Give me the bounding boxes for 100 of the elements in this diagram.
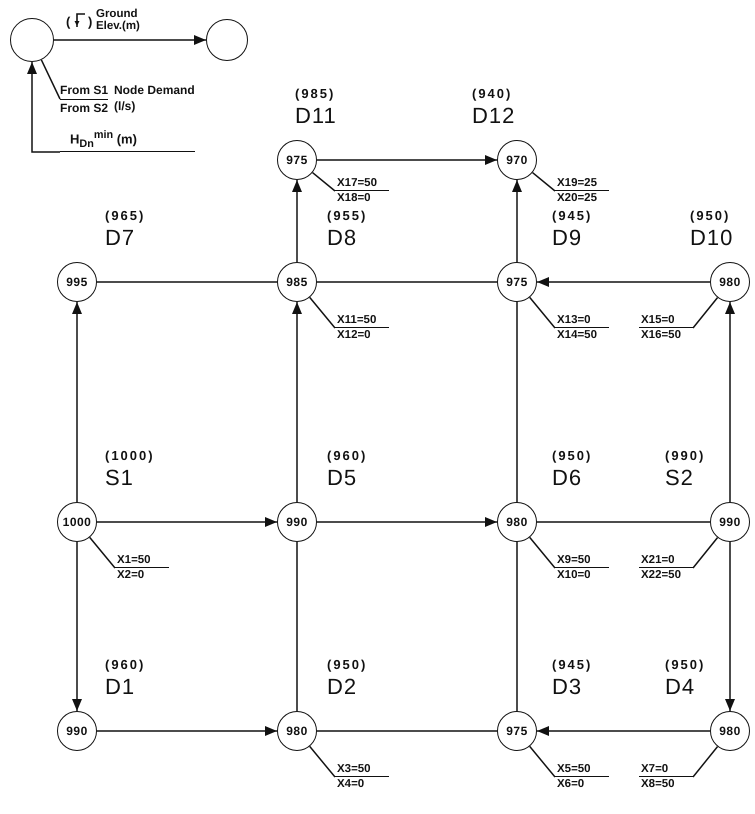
node-value: 990	[286, 515, 308, 529]
flow-variable-label: X3=50	[335, 762, 389, 777]
legend-text: From S1	[60, 82, 108, 100]
leader-line	[27, 62, 60, 153]
elevation-label: (990)	[665, 448, 706, 463]
junction-circle	[497, 140, 537, 180]
elevation-label: (960)	[327, 448, 368, 463]
flow-arrow	[72, 542, 82, 711]
elevation-label: (950)	[665, 657, 706, 672]
leader-line	[532, 172, 556, 192]
flow-arrow	[537, 726, 710, 736]
flow-variable-label: X16=50	[640, 328, 682, 343]
elevation-label: (965)	[105, 208, 146, 223]
node-value: 975	[286, 153, 308, 167]
leader-line	[529, 536, 556, 568]
elevation-label: (1000)	[105, 448, 155, 463]
node-value: 990	[66, 724, 88, 738]
pipe-line	[516, 542, 518, 711]
elevation-label: (950)	[327, 657, 368, 672]
leader-line	[529, 296, 556, 328]
flow-arrow	[292, 302, 302, 502]
node-value: 980	[506, 515, 528, 529]
pipe-line	[516, 302, 518, 502]
node-name: D6	[552, 467, 582, 489]
node-name: S1	[105, 467, 134, 489]
leader-line	[692, 746, 718, 778]
node-value: 1000	[62, 515, 92, 529]
legend-text: From S2	[60, 100, 108, 116]
node-value: 995	[66, 275, 88, 289]
leader-line	[692, 297, 718, 328]
flow-variable-label: X20=25	[556, 191, 598, 206]
flow-variable-label: X18=0	[336, 191, 372, 206]
node-value: 980	[719, 724, 741, 738]
junction-circle	[57, 502, 97, 542]
junction-circle	[277, 711, 317, 751]
flow-variable-label: X14=50	[556, 328, 598, 343]
flow-arrow	[317, 517, 497, 527]
pipe-line	[317, 281, 497, 283]
junction-circle	[497, 502, 537, 542]
junction-circle	[57, 262, 97, 302]
leader-line	[309, 746, 336, 778]
node-name: D10	[690, 227, 734, 249]
flow-variable-label: X2=0	[116, 568, 146, 583]
junction-circle	[710, 711, 750, 751]
leader-line	[692, 537, 718, 568]
pipe-line	[537, 521, 710, 523]
flow-arrow	[537, 277, 710, 287]
node-name: D9	[552, 227, 582, 249]
flow-variable-label: X15=0	[639, 313, 693, 328]
flow-variable-label: X4=0	[336, 777, 366, 792]
junction-circle	[57, 711, 97, 751]
elevation-label: (955)	[327, 208, 368, 223]
node-name: D8	[327, 227, 358, 249]
flow-variable-label: X10=0	[556, 568, 592, 583]
flow-variable-label: X8=50	[640, 777, 676, 792]
junction-circle	[206, 19, 248, 61]
node-value: 970	[506, 153, 528, 167]
flow-variable-label: X7=0	[639, 762, 693, 777]
flow-variable-label: X17=50	[335, 176, 389, 191]
node-value: 975	[506, 724, 528, 738]
edge-label: Ground Elev.(m)	[96, 8, 141, 32]
flow-arrow	[97, 726, 277, 736]
junction-circle	[10, 18, 54, 62]
junction-circle	[710, 262, 750, 302]
node-value: 980	[719, 275, 741, 289]
node-name: D4	[665, 676, 696, 698]
node-name: D11	[295, 105, 337, 127]
flow-variable-label: X11=50	[335, 313, 389, 328]
flow-arrow	[54, 35, 206, 45]
flow-variable-label: X22=50	[640, 568, 682, 583]
flow-variable-label: X19=25	[555, 176, 609, 191]
leader-line	[529, 746, 556, 778]
elevation-label: (985)	[295, 86, 336, 101]
leader-line	[40, 60, 61, 100]
node-name: D2	[327, 676, 358, 698]
bracket-label: (	[66, 14, 70, 29]
flow-arrow	[72, 302, 82, 502]
bracket-label: )	[88, 14, 92, 29]
node-value: 975	[506, 275, 528, 289]
node-name: D1	[105, 676, 136, 698]
pipe-line	[317, 730, 497, 732]
junction-circle	[277, 140, 317, 180]
junction-circle	[277, 502, 317, 542]
pipe-line	[296, 542, 298, 711]
node-value: 985	[286, 275, 308, 289]
elevation-label: (945)	[552, 657, 592, 672]
junction-circle	[710, 502, 750, 542]
flow-variable-label: X5=50	[555, 762, 609, 777]
junction-circle	[497, 711, 537, 751]
flow-variable-label: X1=50	[115, 553, 169, 568]
elevation-label: (950)	[690, 208, 730, 223]
legend-text: H$_{Dn}$$^{min}$ (m)	[69, 129, 137, 151]
leader-line	[312, 172, 336, 192]
node-name: D12	[472, 105, 516, 127]
flow-variable-label: X6=0	[556, 777, 586, 792]
node-name: S2	[665, 467, 694, 489]
node-value: 990	[719, 515, 741, 529]
node-value: 980	[286, 724, 308, 738]
elevation-label: (940)	[472, 86, 512, 101]
flow-arrow	[512, 180, 522, 262]
